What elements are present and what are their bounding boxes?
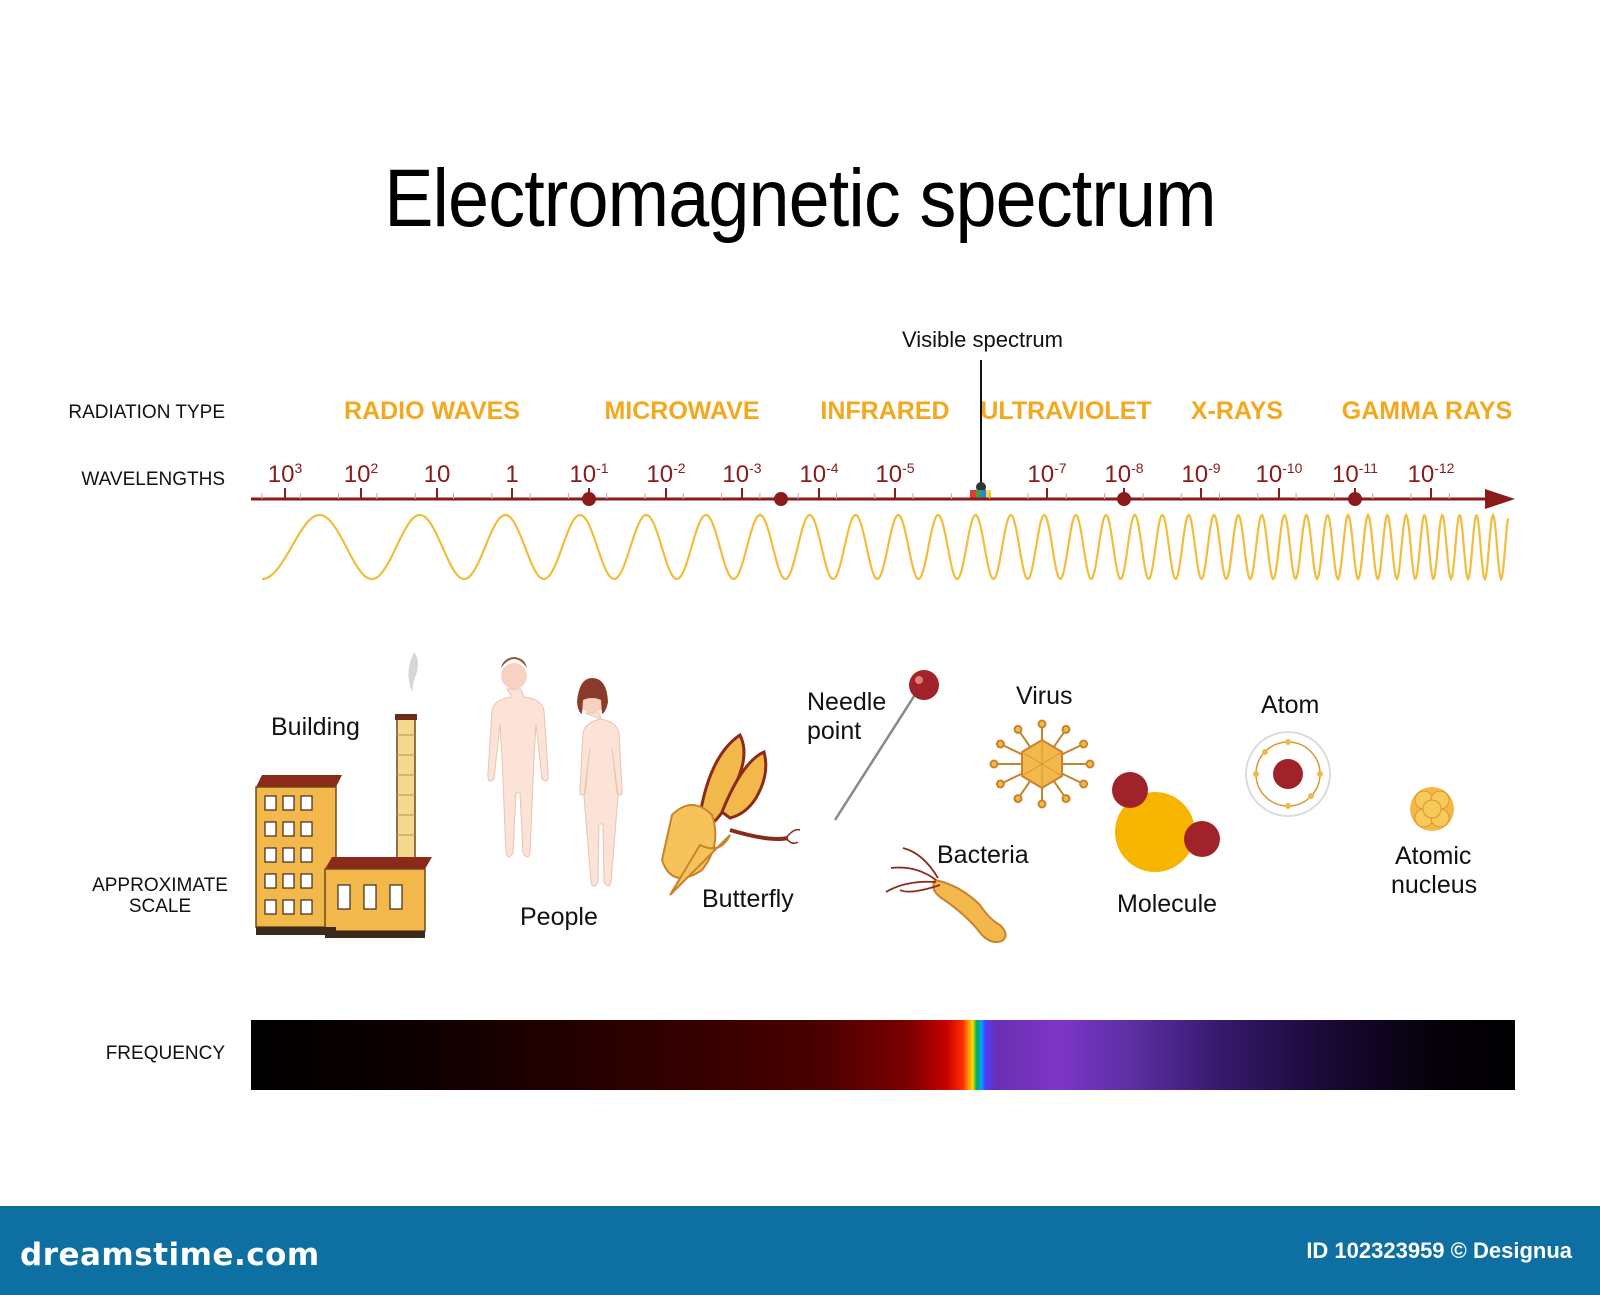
needle-illustration <box>833 670 939 821</box>
axis-marker <box>1117 492 1131 506</box>
bacteria-illustration <box>885 847 1007 944</box>
bacteria-label: Bacteria <box>937 841 1029 869</box>
wavelength-label: 10-7 <box>1027 460 1067 488</box>
virus-spike-tip <box>995 739 1005 749</box>
radiation-type-ultraviolet: ULTRAVIOLET <box>980 397 1152 425</box>
wave-curve <box>262 512 1510 582</box>
building-window <box>264 873 277 889</box>
wavelength-label: 10-5 <box>875 460 915 488</box>
radiation-type-radio-waves: RADIO WAVES <box>344 397 520 425</box>
radiation-type-microwave: MICROWAVE <box>604 397 760 425</box>
axis-arrow-icon <box>1485 489 1515 509</box>
butterfly-illustration <box>660 732 801 896</box>
wavelength-label: 10-10 <box>1255 460 1303 488</box>
wavelength-label: 10-9 <box>1181 460 1221 488</box>
wavelength-label: 10-4 <box>799 460 839 488</box>
wavelength-label: 10 <box>423 461 451 488</box>
virus-label: Virus <box>1016 682 1073 710</box>
molecule-label: Molecule <box>1117 890 1218 918</box>
needle-point-label-line2: point <box>807 717 862 745</box>
building-window <box>264 899 277 915</box>
building-window <box>264 821 277 837</box>
atom-label: Atom <box>1261 691 1320 719</box>
wavelength-label: 103 <box>267 460 303 488</box>
building-window <box>300 873 313 889</box>
building-window <box>300 821 313 837</box>
virus-spike-tip <box>1085 759 1095 769</box>
wavelength-label: 10-2 <box>646 460 686 488</box>
radiation-type-infrared: INFRARED <box>820 397 950 425</box>
building-window <box>389 884 403 910</box>
wavelength-label: 10-1 <box>569 460 609 488</box>
approximate-scale-label: APPROXIMATE SCALE <box>92 875 228 917</box>
building-window <box>282 821 295 837</box>
molecule-illustration <box>1112 772 1220 872</box>
frequency-label: FREQUENCY <box>105 1043 225 1064</box>
virus-spike-tip <box>1061 724 1071 734</box>
virus-spike-tip <box>1037 799 1047 809</box>
radiation-type-label: RADIATION TYPE <box>68 402 225 423</box>
building-window <box>264 847 277 863</box>
building-window <box>282 899 295 915</box>
wavelength-label: 10-8 <box>1104 460 1144 488</box>
virus-spike-tip <box>1079 779 1089 789</box>
axis-marker <box>774 492 788 506</box>
axis-marker <box>582 492 596 506</box>
building-window <box>264 795 277 811</box>
atomic-nucleus-label-line2: nucleus <box>1391 871 1478 899</box>
wavelength-label: 10-11 <box>1332 460 1378 488</box>
footer-image-id: ID 102323959 © Designua <box>1306 1238 1572 1263</box>
people-illustration <box>487 657 623 887</box>
virus-spike-tip <box>1013 724 1023 734</box>
page-title: Electromagnetic spectrum <box>384 153 1216 244</box>
radiation-type-x-rays: X-RAYS <box>1190 397 1284 425</box>
building-window <box>300 795 313 811</box>
wavelengths-label: WAVELENGTHS <box>81 469 225 490</box>
radiation-type-gamma-rays: GAMMA RAYS <box>1341 397 1513 425</box>
building-window <box>363 884 377 910</box>
virus-spike-tip <box>1013 794 1023 804</box>
virus-spike-tip <box>989 759 999 769</box>
virus-spike-tip <box>995 779 1005 789</box>
wavelength-label: 1 <box>505 461 519 488</box>
wavelength-axis <box>251 488 1515 509</box>
virus-spike-tip <box>1061 794 1071 804</box>
virus-illustration <box>989 719 1095 809</box>
needle-point-label-line1: Needle <box>807 688 887 716</box>
building-window <box>282 847 295 863</box>
butterfly-label: Butterfly <box>702 885 794 913</box>
wavelength-label: 10-12 <box>1407 460 1455 488</box>
frequency-gradient-bar <box>251 1020 1515 1090</box>
building-window <box>282 873 295 889</box>
building-window <box>282 795 295 811</box>
axis-marker <box>1348 492 1362 506</box>
building-label: Building <box>271 713 360 741</box>
footer-brand-logo: dreamstime.com <box>20 1237 320 1273</box>
virus-spike-tip <box>1037 719 1047 729</box>
atomic-nucleus-illustration <box>1410 787 1454 831</box>
building-window <box>300 847 313 863</box>
virus-spike-tip <box>1079 739 1089 749</box>
wavelength-label: 10-3 <box>722 460 762 488</box>
building-window <box>300 899 313 915</box>
visible-spectrum-pointer-dot <box>976 482 986 492</box>
people-label: People <box>520 903 598 931</box>
wavelength-label: 102 <box>343 460 379 488</box>
visible-spectrum-label: Visible spectrum <box>902 327 1063 352</box>
footer-bar <box>0 1206 1600 1295</box>
building-illustration <box>255 652 432 938</box>
building-window <box>337 884 351 910</box>
atom-illustration <box>1245 731 1331 817</box>
atomic-nucleus-label-line1: Atomic <box>1395 842 1472 870</box>
